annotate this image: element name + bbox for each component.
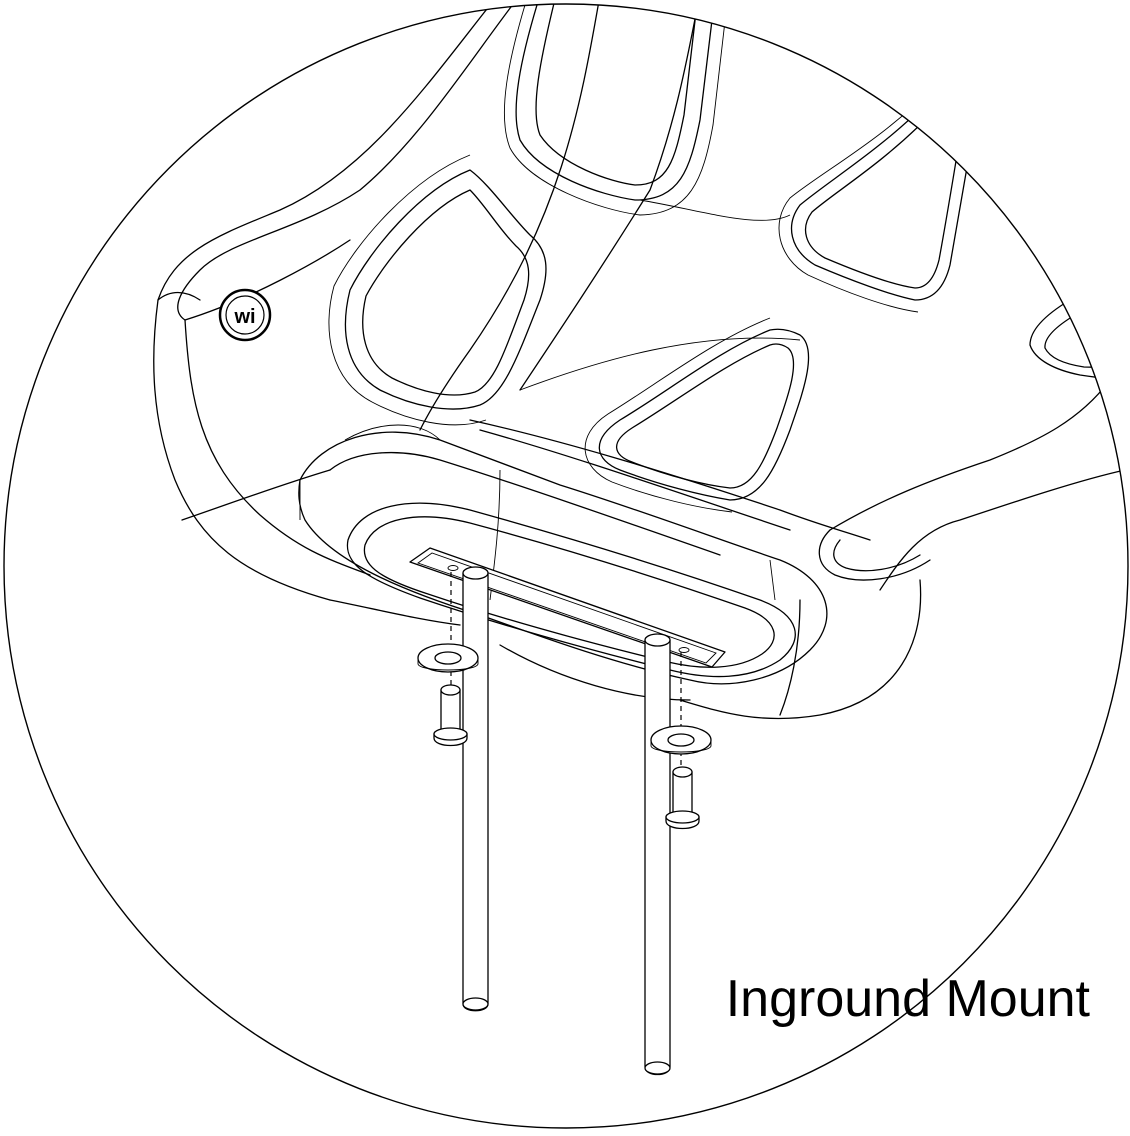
washer-right xyxy=(650,725,712,755)
washer-left xyxy=(417,643,479,673)
bolt-left xyxy=(433,684,468,747)
post-right xyxy=(644,633,671,1076)
detail-circle xyxy=(3,3,1129,1129)
mount-base xyxy=(298,431,828,685)
seat-body xyxy=(153,4,1126,720)
logo-text: wi xyxy=(233,306,255,328)
bolt-right xyxy=(665,766,700,830)
diagram-caption: Inground Mount xyxy=(726,970,1091,1028)
logo-badge: wi xyxy=(218,288,272,342)
post-left xyxy=(462,566,489,1012)
